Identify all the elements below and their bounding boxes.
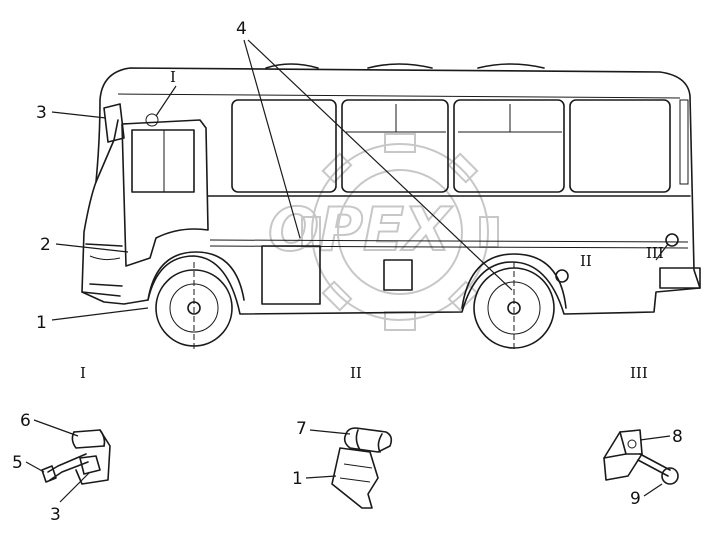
detail-titles: I II III <box>80 364 648 382</box>
detail-III-callout-8: 8 <box>672 427 683 447</box>
view-mark-III: III <box>646 244 664 262</box>
view-mark-I: I <box>170 68 176 86</box>
detail-I: 6 5 3 <box>12 411 111 525</box>
bus-callouts: 3 2 1 4 I II III <box>36 19 669 333</box>
rear-wheel <box>473 262 555 352</box>
front-wheel <box>155 262 233 350</box>
detail-III-callout-9: 9 <box>630 489 641 509</box>
detail-II: 7 1 <box>292 419 393 509</box>
detail-II-callout-1: 1 <box>292 469 303 489</box>
detail-I-callout-6: 6 <box>20 411 31 431</box>
detail-III: 8 9 <box>603 427 683 509</box>
callout-2: 2 <box>40 235 51 255</box>
callout-4: 4 <box>236 19 247 39</box>
detail-title-I: I <box>80 364 86 382</box>
bus-drawing <box>81 63 701 352</box>
detail-I-callout-3: 3 <box>50 505 61 525</box>
detail-II-callout-7: 7 <box>296 419 307 439</box>
callout-1: 1 <box>36 313 47 333</box>
detail-I-callout-5: 5 <box>12 453 23 473</box>
watermark-text: OPEX <box>268 195 453 265</box>
callout-3: 3 <box>36 103 47 123</box>
detail-title-II: II <box>350 364 362 382</box>
view-mark-II: II <box>580 252 592 270</box>
detail-title-III: III <box>630 364 648 382</box>
